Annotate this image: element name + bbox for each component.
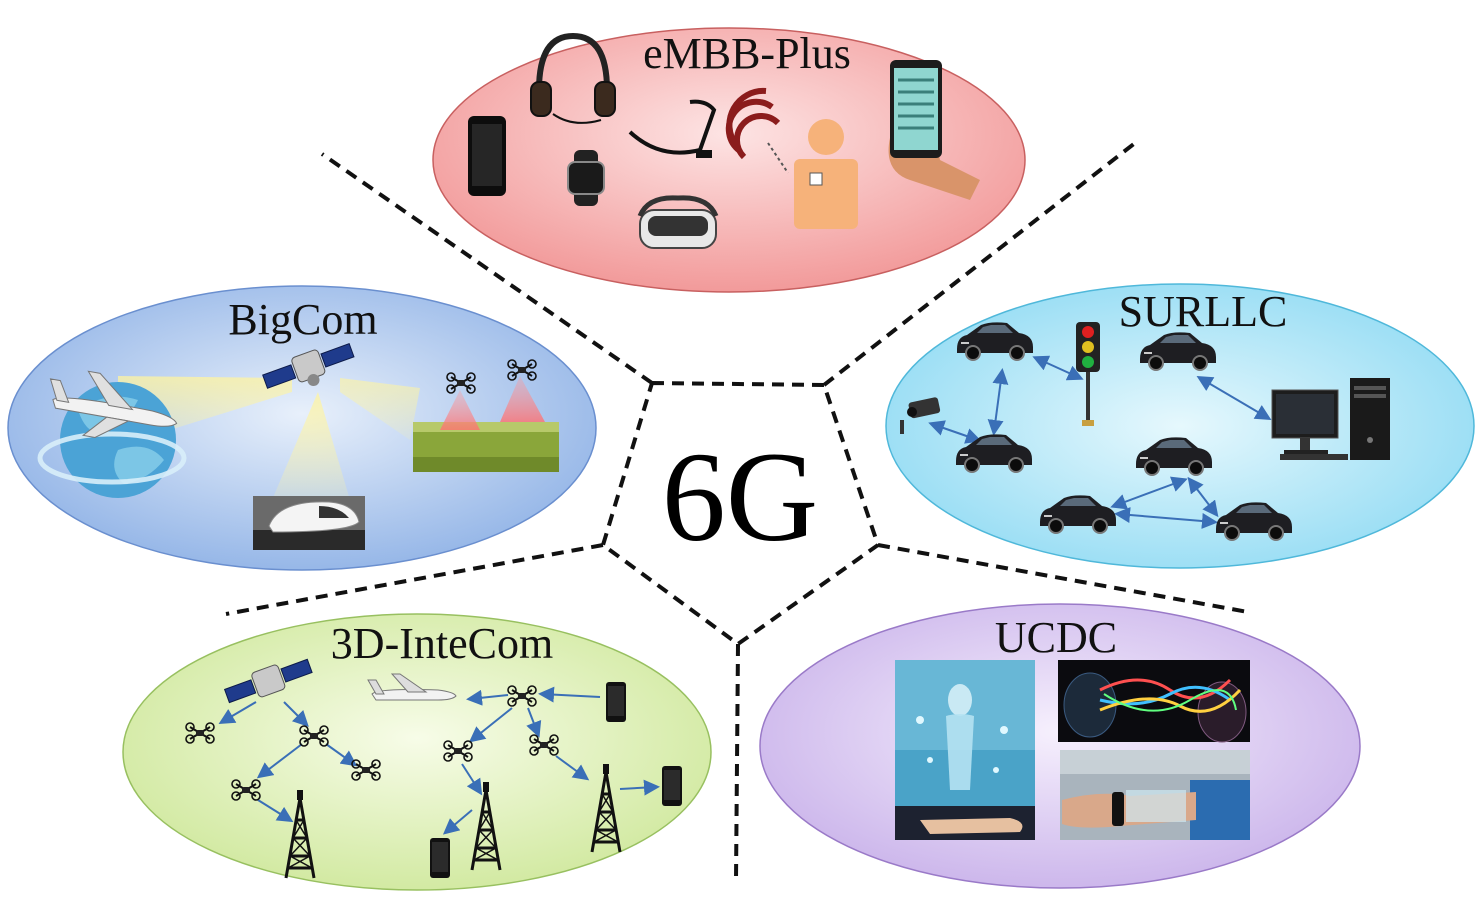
bigcom-title: BigCom [228,295,377,344]
smartphone-icon [468,116,506,196]
surllc-ellipse [885,283,1475,569]
airplane-icon [49,370,178,438]
center-6g-label: 6G [662,426,818,568]
separator-line [877,543,1249,614]
link-arrow [1187,476,1219,518]
embb-plus-title: eMBB-Plus [643,29,851,78]
separator-line [320,152,654,385]
satellite-beam-right [340,378,420,440]
link-arrow [1110,476,1188,510]
link-arrow [466,689,509,706]
link-arrow [256,743,303,779]
drone-beam-left [440,390,480,430]
headphones-icon [530,32,616,124]
high-speed-train-icon [253,496,365,550]
hologram-image [895,660,1035,840]
link-arrow [1032,355,1084,381]
smartphone-icon [662,766,682,806]
smartphone-icon [430,838,450,878]
link-arrow [619,779,660,796]
satellite-beam-down [272,392,350,500]
link-arrow [257,799,294,823]
ucdc-region: UCDC [759,603,1361,889]
link-arrow [555,755,590,781]
farm-field-icon [413,422,559,472]
smart-glasses-icon [628,99,717,158]
link-arrow [218,701,257,725]
vr-headset-icon [637,195,719,249]
separator-lines [225,141,1249,881]
wrist-display-image [1060,750,1250,840]
separator-line [734,643,740,881]
link-arrow [987,368,1009,436]
link-arrow [526,707,542,738]
satellite-icon [223,658,313,704]
satellite-icon [262,342,355,389]
bigcom-region: BigCom [7,285,597,571]
separator-line [225,543,604,616]
link-arrow [461,763,483,796]
link-arrow [468,707,513,743]
embb-plus-ellipse [432,27,1026,293]
bigcom-ellipse [7,285,597,571]
smartwatch-icon [567,150,605,206]
separator-line [822,141,1137,387]
ucdc-title: UCDC [995,613,1117,662]
desktop-computer-icon [1271,378,1390,460]
link-arrow [928,420,982,444]
brain-connection-image [1058,660,1250,743]
link-arrow [442,809,473,835]
3d-intecom-title: 3D-InteCom [331,619,553,668]
link-arrow [538,686,601,703]
surveillance-camera-icon [900,397,941,434]
link-arrow [283,701,309,727]
traffic-light-icon [1076,322,1100,426]
link-arrow [1114,507,1218,529]
center-pentagon [600,380,881,647]
embb-plus-region: eMBB-Plus [432,27,1026,293]
airplane-icon [367,673,457,701]
drone-beam-right [500,376,545,422]
wireless-sensor-icon [725,87,858,229]
hand-holding-phone-icon [888,60,980,200]
surllc-region: SURLLC [885,283,1475,569]
3d-intecom-region: 3D-InteCom [122,613,712,891]
smartphone-icon [606,682,626,722]
link-arrow [325,743,358,767]
surllc-title: SURLLC [1119,287,1288,336]
link-arrow [1196,375,1272,421]
